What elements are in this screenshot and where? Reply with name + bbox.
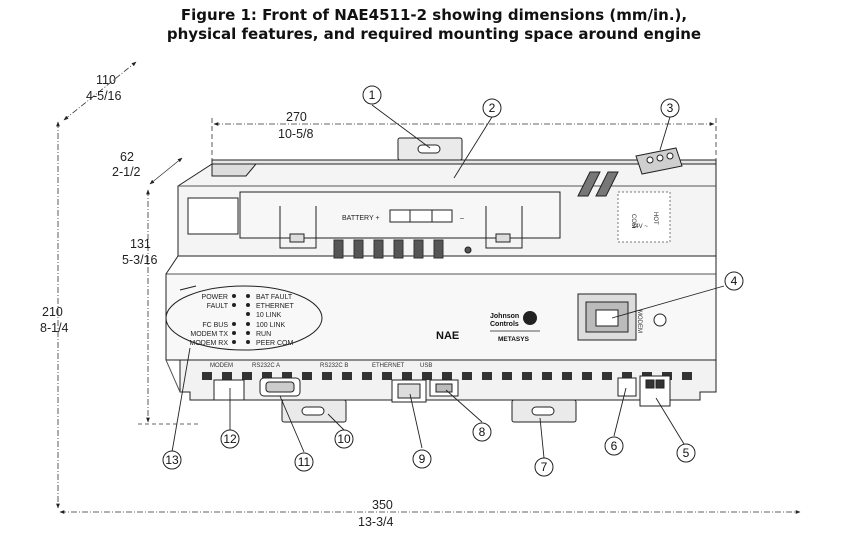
brand-line-1: Johnson bbox=[490, 313, 519, 320]
power-label-com: COM bbox=[630, 214, 636, 228]
dim-width-mm: 350 bbox=[372, 498, 393, 512]
led-panel-highlight bbox=[165, 285, 323, 351]
dim-body-width-mm: 270 bbox=[286, 110, 307, 124]
callout-5-number: 5 bbox=[683, 446, 690, 460]
callout-numbers: 1 2 3 4 5 6 7 8 9 10 11 12 13 bbox=[165, 88, 737, 474]
led-label-ethernet: ETHERNET bbox=[256, 303, 294, 310]
led-label-modem-rx: MODEM RX bbox=[190, 340, 229, 347]
port-label-ethernet: ETHERNET bbox=[372, 363, 405, 369]
callout-7 bbox=[534, 457, 554, 477]
callout-11-number: 11 bbox=[298, 455, 311, 469]
led-label-100-link: 100 LINK bbox=[256, 322, 286, 329]
power-label-24v: 24V ~ bbox=[632, 224, 648, 230]
led-label-fc-bus: FC BUS bbox=[202, 322, 228, 329]
figure-title-line-1: Figure 1: Front of NAE4511-2 showing dim… bbox=[180, 6, 688, 24]
led-indicators bbox=[232, 294, 250, 344]
led-label-peer-com: PEER COM bbox=[256, 340, 294, 347]
callout-1 bbox=[362, 85, 382, 105]
port-label-usb: USB bbox=[420, 363, 432, 369]
brand-globe-icon bbox=[523, 311, 537, 325]
callout-8-number: 8 bbox=[479, 425, 486, 439]
callout-12 bbox=[220, 429, 240, 449]
led-label-fault: FAULT bbox=[207, 303, 229, 310]
model-label: NAE bbox=[436, 330, 459, 342]
dimension-body-width bbox=[211, 118, 717, 160]
led-label-10-link: 10 LINK bbox=[256, 312, 282, 319]
led-label-bat-fault: BAT FAULT bbox=[256, 294, 293, 301]
callout-7-number: 7 bbox=[541, 460, 548, 474]
dim-width-in: 13-3/4 bbox=[358, 515, 393, 529]
led-label-modem-tx: MODEM TX bbox=[190, 331, 228, 338]
port-label-rs232c-b: RS232C B bbox=[320, 363, 348, 369]
callout-1-number: 1 bbox=[369, 88, 376, 102]
dim-height-mm: 210 bbox=[42, 305, 63, 319]
dimension-clearance bbox=[63, 61, 137, 121]
callout-2-number: 2 bbox=[489, 101, 496, 115]
callout-6-number: 6 bbox=[611, 439, 618, 453]
callout-3-number: 3 bbox=[667, 101, 674, 115]
port-label-rs232c-a: RS232C A bbox=[252, 363, 280, 369]
dim-clearance-mm: 110 bbox=[96, 73, 116, 87]
figure-title-line-2: physical features, and required mounting… bbox=[166, 25, 702, 43]
dim-clearance-in: 4-5/16 bbox=[86, 89, 121, 103]
port-label-modem: MODEM bbox=[210, 363, 233, 369]
callout-10-number: 10 bbox=[337, 432, 351, 446]
jack-label: MODEM bbox=[636, 310, 642, 333]
nae-device bbox=[165, 137, 717, 423]
callout-3 bbox=[660, 98, 680, 118]
callout-4 bbox=[724, 271, 744, 291]
dim-body-width-in: 10-5/8 bbox=[278, 127, 313, 141]
brand-line-2: Controls bbox=[490, 321, 519, 328]
callout-5 bbox=[676, 443, 696, 463]
led-label-run: RUN bbox=[256, 331, 271, 338]
dim-depth-in: 2-1/2 bbox=[112, 165, 141, 179]
dim-depth-mm: 62 bbox=[120, 150, 134, 164]
power-label-hot: HOT bbox=[652, 212, 658, 225]
battery-label: BATTERY + bbox=[342, 215, 380, 222]
callout-8 bbox=[472, 422, 492, 442]
callout-9 bbox=[412, 449, 432, 469]
brand-sub: METASYS bbox=[498, 336, 530, 343]
callout-markers bbox=[162, 85, 744, 477]
callout-6 bbox=[604, 436, 624, 456]
dimension-body-height bbox=[138, 189, 200, 425]
callout-13-number: 13 bbox=[165, 453, 179, 467]
callout-9-number: 9 bbox=[419, 452, 426, 466]
callout-4-number: 4 bbox=[731, 274, 738, 288]
callout-10 bbox=[334, 429, 354, 449]
callout-2 bbox=[482, 98, 502, 118]
callout-leaders bbox=[171, 104, 725, 459]
dim-body-height-mm: 131 bbox=[130, 237, 151, 251]
led-label-power: POWER bbox=[202, 294, 228, 301]
dimension-depth bbox=[149, 157, 183, 185]
callout-12-number: 12 bbox=[223, 432, 237, 446]
dim-height-in: 8-1/4 bbox=[40, 321, 69, 335]
callout-11 bbox=[294, 452, 314, 472]
callout-13 bbox=[162, 450, 182, 470]
battery-minus: – bbox=[460, 215, 464, 222]
dim-body-height-in: 5-3/16 bbox=[122, 253, 157, 267]
